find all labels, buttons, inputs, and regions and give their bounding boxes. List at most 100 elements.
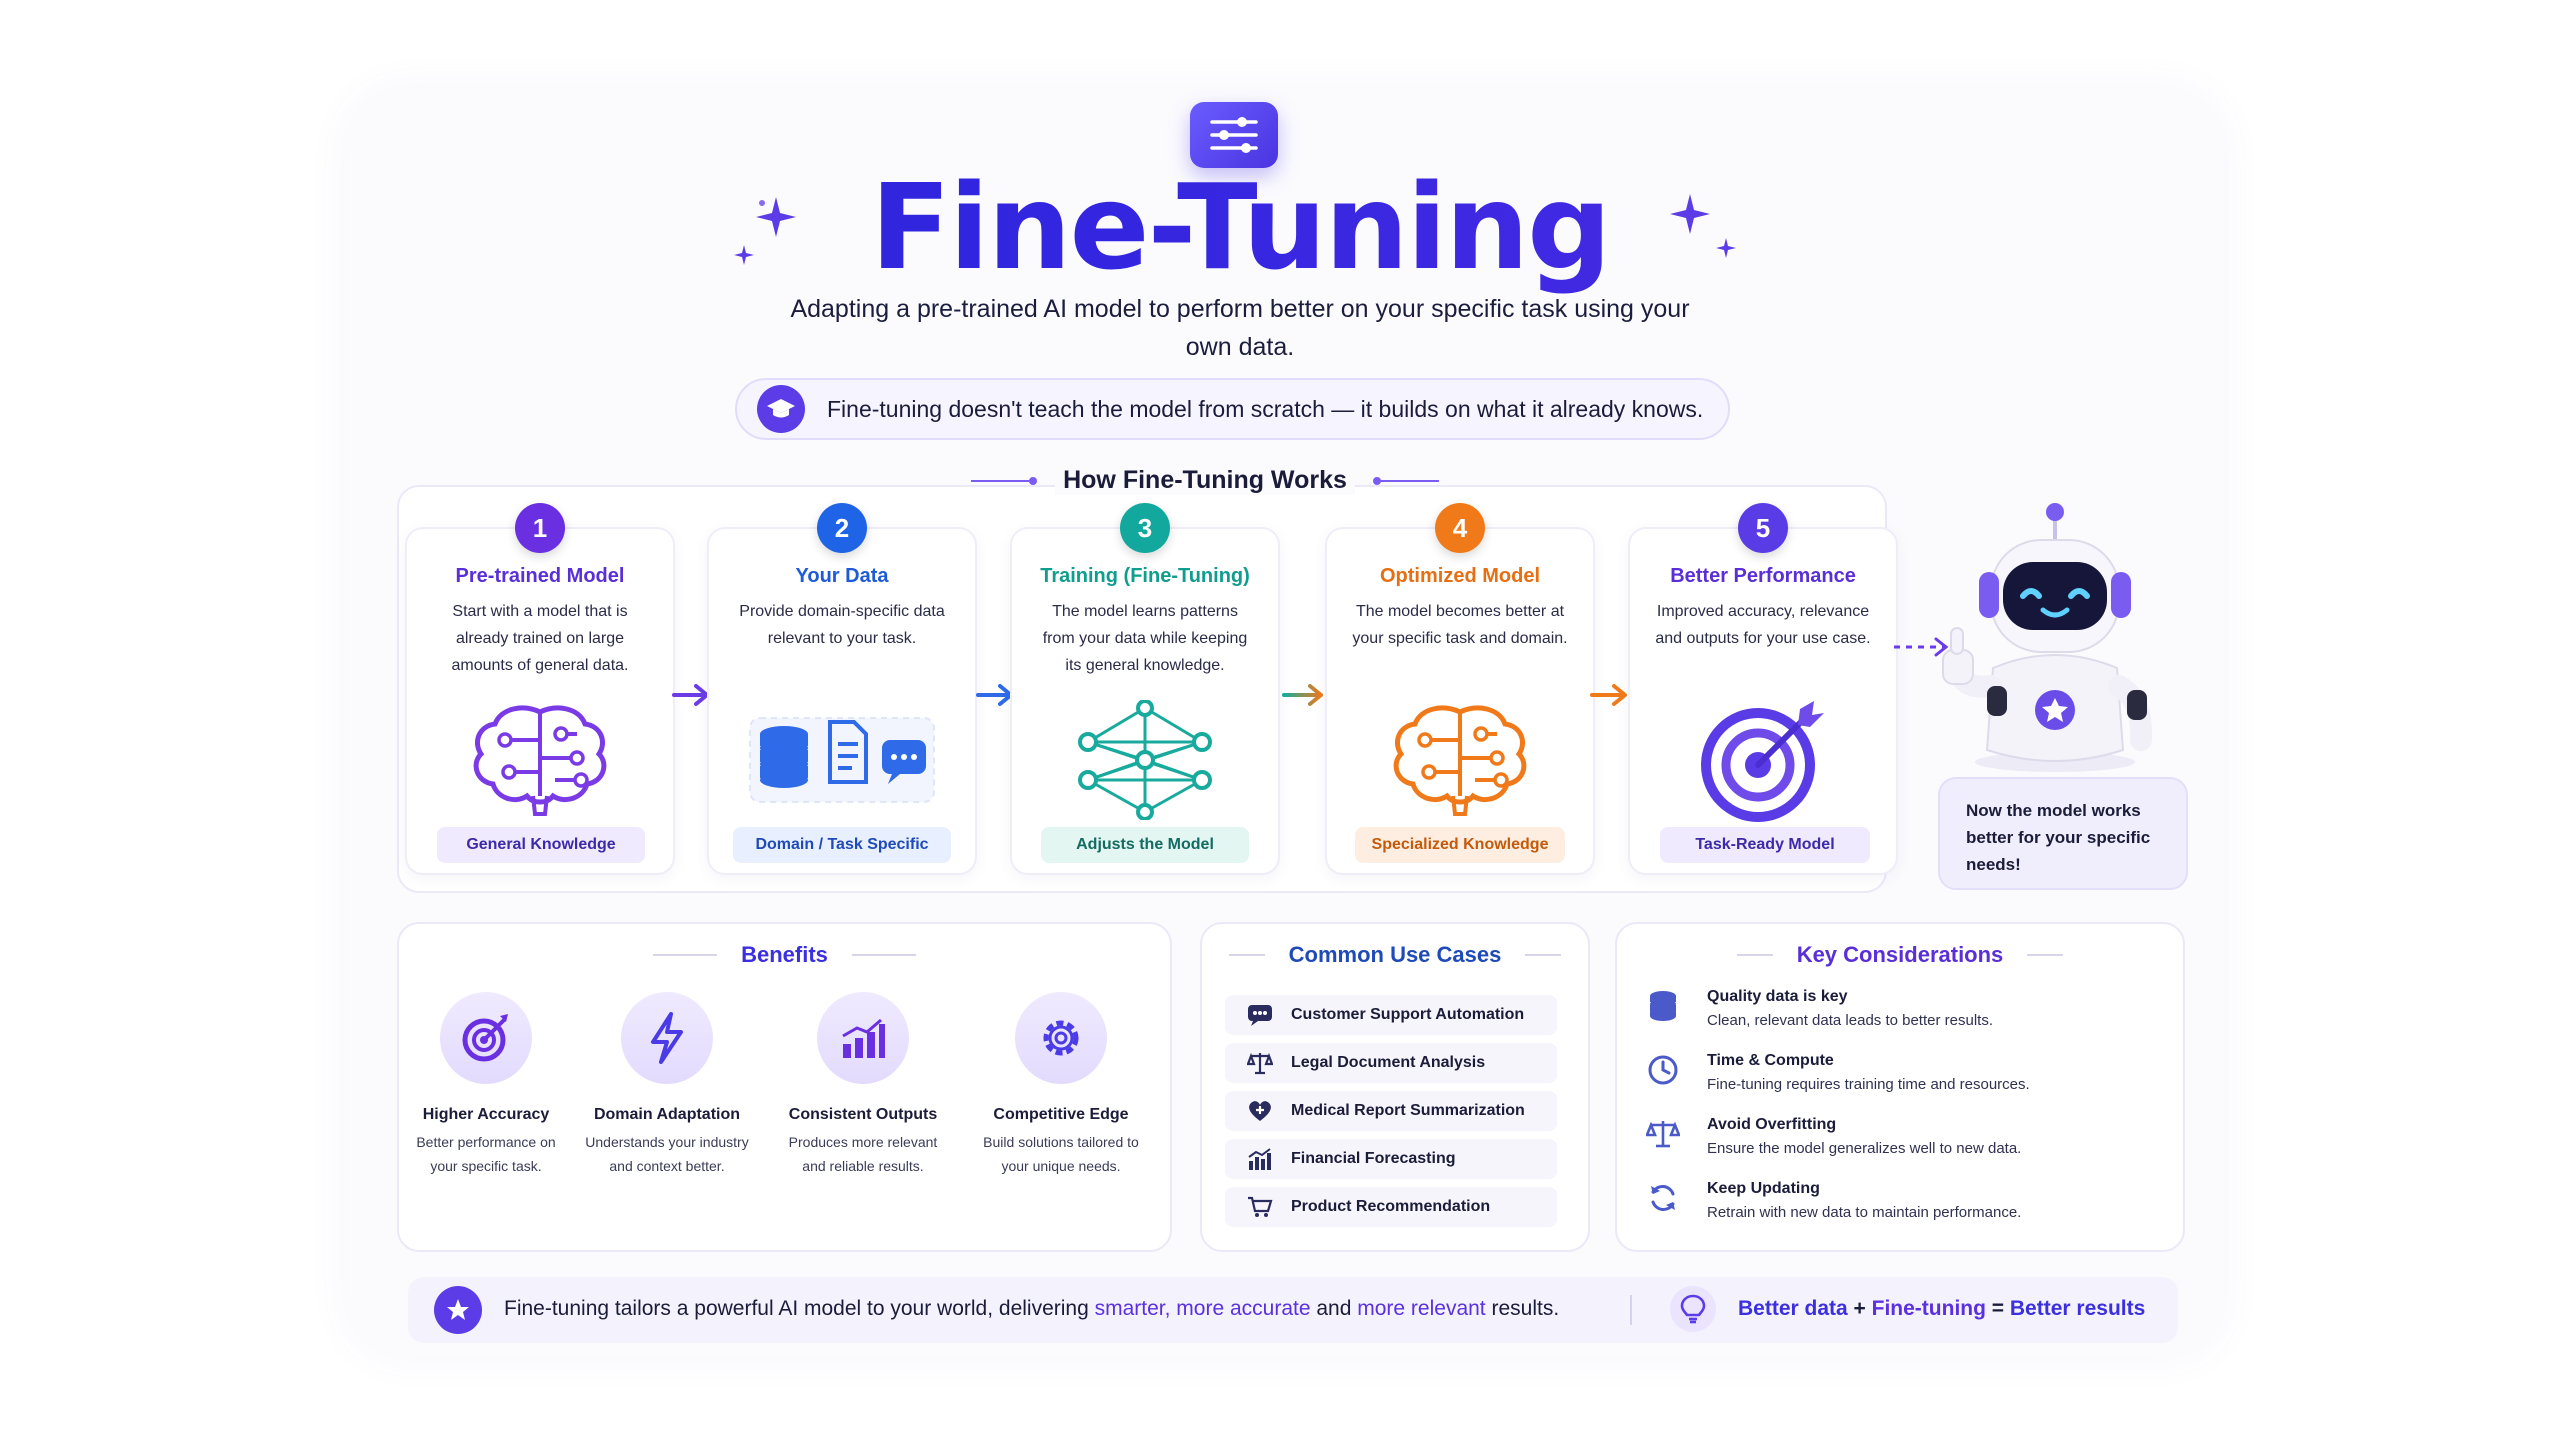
scales-icon bbox=[1645, 1116, 1681, 1152]
step-card-4 bbox=[1325, 527, 1595, 875]
star-icon bbox=[434, 1286, 482, 1334]
step-tag: Domain / Task Specific bbox=[733, 827, 951, 863]
step-description: The model learns patterns from your data… bbox=[1042, 603, 1248, 674]
divider bbox=[1228, 954, 1265, 956]
consideration-description: Retrain with new data to maintain perfor… bbox=[1707, 1204, 2022, 1221]
divider bbox=[1525, 954, 1562, 956]
use-case-item: Legal Document Analysis bbox=[1225, 1043, 1557, 1083]
step-number: 5 bbox=[1738, 503, 1788, 553]
brain-icon bbox=[405, 690, 675, 830]
consideration-title: Quality data is key bbox=[1707, 988, 1848, 1005]
benefit-title: Consistent Outputs bbox=[788, 1106, 938, 1123]
divider bbox=[1630, 1295, 1632, 1325]
considerations-heading: Key Considerations bbox=[1615, 942, 2185, 968]
benefit-description: Better performance on your specific task… bbox=[416, 1134, 556, 1174]
step-title: Optimized Model bbox=[1380, 565, 1540, 587]
benefit-title: Higher Accuracy bbox=[422, 1106, 550, 1123]
divider bbox=[971, 476, 1038, 485]
how-it-works-heading: How Fine-Tuning Works bbox=[970, 466, 1440, 495]
graduation-cap-icon bbox=[757, 385, 805, 433]
bar-chart-icon bbox=[1248, 1148, 1271, 1170]
note-text: Fine-tuning doesn't teach the model from… bbox=[827, 395, 1704, 422]
page-subtitle: Adapting a pre-trained AI model to perfo… bbox=[790, 295, 1690, 361]
step-title: Training (Fine-Tuning) bbox=[1040, 565, 1250, 587]
divider bbox=[653, 954, 718, 956]
use-case-item: Financial Forecasting bbox=[1225, 1139, 1557, 1179]
refresh-icon bbox=[1645, 1180, 1681, 1216]
benefit-description: Build solutions tailored to your unique … bbox=[983, 1134, 1139, 1174]
benefit-title: Domain Adaptation bbox=[593, 1106, 741, 1123]
use-case-item: Customer Support Automation bbox=[1225, 995, 1557, 1035]
consideration-title: Keep Updating bbox=[1707, 1180, 1820, 1197]
sliders-icon bbox=[1190, 102, 1278, 168]
divider bbox=[2027, 954, 2064, 956]
step-title: Your Data bbox=[795, 565, 889, 587]
divider bbox=[1736, 954, 1773, 956]
step-number: 1 bbox=[515, 503, 565, 553]
step-tag: Task-Ready Model bbox=[1660, 827, 1870, 863]
sparkle-icon bbox=[1670, 194, 1736, 258]
lightbulb-icon bbox=[1670, 1286, 1716, 1332]
use-case-item: Medical Report Summarization bbox=[1225, 1091, 1557, 1131]
arrow-right-icon bbox=[1590, 684, 1627, 706]
benefit-title: Competitive Edge bbox=[993, 1106, 1129, 1123]
footer-banner: Fine-tuning tailors a powerful AI model … bbox=[408, 1277, 2178, 1343]
step-description: Provide domain-specific data relevant to… bbox=[739, 603, 945, 647]
use-cases-heading: Common Use Cases bbox=[1200, 942, 1590, 968]
consideration-description: Clean, relevant data leads to better res… bbox=[1707, 1012, 1993, 1029]
step-number: 4 bbox=[1435, 503, 1485, 553]
benefit-description: Understands your industry and context be… bbox=[585, 1134, 749, 1174]
benefit-item: Domain Adaptation Understands your indus… bbox=[582, 992, 752, 1178]
consideration-title: Time & Compute bbox=[1707, 1052, 1834, 1069]
step-description: Improved accuracy, relevance and outputs… bbox=[1655, 603, 1871, 647]
step-description: The model becomes better at your specifi… bbox=[1352, 603, 1568, 647]
step-tag: Adjusts the Model bbox=[1041, 827, 1249, 863]
divider bbox=[1372, 476, 1439, 485]
benefits-panel bbox=[397, 922, 1172, 1252]
benefit-item: Competitive Edge Build solutions tailore… bbox=[976, 992, 1146, 1178]
step-tag: General Knowledge bbox=[437, 827, 645, 863]
note-pill: Fine-tuning doesn't teach the model from… bbox=[735, 378, 1730, 440]
clock-icon bbox=[1645, 1052, 1681, 1088]
chat-icon bbox=[1248, 1005, 1272, 1026]
footer-text: Fine-tuning tailors a powerful AI model … bbox=[504, 1297, 1560, 1320]
scales-icon bbox=[1247, 1052, 1273, 1075]
step-title: Pre-trained Model bbox=[455, 565, 625, 587]
equation-text: Better data + Fine-tuning = Better resul… bbox=[1738, 1297, 2146, 1320]
step-number: 3 bbox=[1120, 503, 1170, 553]
step-number: 2 bbox=[817, 503, 867, 553]
robot-speech-bubble: Now the model works better for your spec… bbox=[1938, 777, 2188, 890]
considerations-panel bbox=[1615, 922, 2185, 1252]
database-icon bbox=[1645, 988, 1681, 1024]
consideration-title: Avoid Overfitting bbox=[1707, 1116, 1837, 1133]
divider bbox=[851, 954, 916, 956]
benefit-description: Produces more relevant and reliable resu… bbox=[788, 1134, 938, 1174]
arrow-right-icon bbox=[672, 684, 709, 706]
brain-icon bbox=[1325, 690, 1595, 830]
arrow-right-icon bbox=[1282, 684, 1323, 706]
benefits-heading: Benefits bbox=[397, 942, 1172, 968]
target-icon bbox=[440, 992, 532, 1084]
robot-mascot-icon bbox=[1942, 503, 2153, 772]
target-icon bbox=[1628, 690, 1898, 830]
page-title: Fine-Tuning bbox=[0, 158, 2480, 296]
benefit-item: Higher Accuracy Better performance on yo… bbox=[401, 992, 571, 1178]
lightning-icon bbox=[621, 992, 713, 1084]
benefit-item: Consistent Outputs Produces more relevan… bbox=[778, 992, 948, 1178]
step-description: Start with a model that is already train… bbox=[451, 603, 629, 674]
consideration-description: Ensure the model generalizes well to new… bbox=[1707, 1140, 2022, 1157]
dashed-arrow-icon bbox=[1894, 637, 1949, 657]
use-case-item: Product Recommendation bbox=[1225, 1187, 1557, 1227]
data-stack-icon bbox=[707, 690, 977, 830]
step-tag: Specialized Knowledge bbox=[1355, 827, 1565, 863]
gear-icon bbox=[1015, 992, 1107, 1084]
neural-network-icon bbox=[1010, 690, 1280, 830]
sparkle-icon bbox=[734, 197, 796, 265]
consideration-description: Fine-tuning requires training time and r… bbox=[1707, 1076, 2030, 1093]
heart-icon bbox=[1249, 1101, 1271, 1121]
cart-icon bbox=[1248, 1196, 1273, 1217]
